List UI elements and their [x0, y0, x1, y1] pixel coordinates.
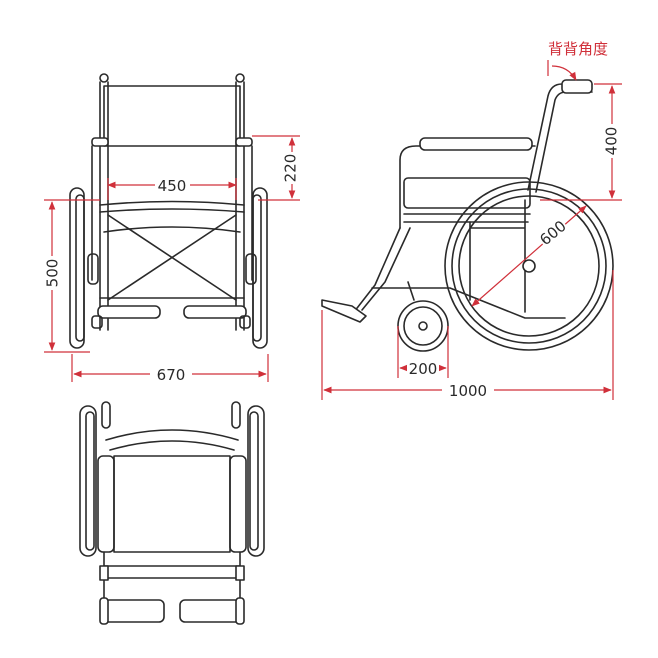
top-backrest-inner [109, 440, 235, 451]
front-seat-top [99, 200, 245, 206]
top-left-caster [99, 597, 109, 625]
top-cross-rails [103, 565, 241, 579]
dim-seat-width-text: 450 [158, 177, 187, 195]
front-arm-frames [91, 145, 253, 281]
side-view [321, 79, 614, 352]
dim-backrest-height-text: 400 [603, 127, 621, 156]
dim-armrest-height-text: 220 [282, 154, 300, 183]
top-seat [113, 455, 231, 553]
top-right-wheel-inner [249, 411, 259, 551]
side-legrest-back [361, 227, 411, 311]
side-dimensions: 背背角度 400 600 200 1000 [321, 40, 622, 400]
front-right-wheel-inner [252, 194, 262, 342]
dim-overall-length-text: 1000 [449, 382, 487, 400]
dim-seat-height-text: 500 [44, 259, 62, 288]
side-back-post [527, 83, 593, 191]
dim-rear-wheel-text: 600 [536, 217, 570, 249]
top-right-wheel [247, 405, 265, 557]
front-seat-bottom [99, 208, 245, 213]
front-right-caster [245, 253, 257, 285]
front-right-armrest [235, 137, 253, 147]
top-left-clamp [99, 565, 109, 581]
top-right-clamp [235, 565, 245, 581]
top-right-footrest [179, 599, 241, 623]
side-rear-wheel-handrim [458, 195, 600, 337]
front-right-post [235, 81, 245, 331]
side-seat-cushion [403, 177, 531, 209]
top-right-armrest [229, 455, 247, 553]
front-dimensions: 450 220 500 670 [44, 135, 300, 384]
front-right-wheel [252, 187, 268, 349]
front-seat-rail [103, 226, 241, 233]
dim-600-bg [535, 216, 571, 250]
side-rear-wheel-hub [522, 259, 536, 273]
top-backrest-outer [105, 429, 239, 441]
side-footplate [321, 299, 367, 323]
top-left-handle [101, 401, 111, 429]
front-left-handle [99, 73, 109, 83]
front-right-footrest [183, 305, 247, 319]
side-arm-frame [399, 145, 536, 229]
side-back-post-inner [535, 91, 593, 193]
backrest-angle-label: 背背角度 [548, 40, 608, 58]
dim-600-line [471, 205, 587, 307]
dim-400-bg [602, 124, 620, 158]
top-left-wheel [79, 405, 97, 557]
side-caster-hub [418, 321, 428, 331]
front-left-wheel [69, 187, 85, 349]
top-view [79, 401, 265, 625]
top-frame-rails [103, 551, 241, 601]
side-handle-grip [561, 79, 593, 94]
front-left-wheel-inner [75, 194, 85, 342]
front-right-caster-wheel [239, 315, 251, 329]
side-rear-wheel-rim [451, 188, 607, 344]
front-view [69, 73, 268, 349]
front-left-caster [87, 253, 99, 285]
top-left-footrest [103, 599, 165, 623]
dim-overall-width-text: 670 [157, 366, 186, 384]
top-left-wheel-inner [85, 411, 95, 551]
dim-500-bg [44, 256, 60, 290]
side-caster-rim [403, 306, 443, 346]
front-backrest [103, 85, 241, 147]
backrest-angle-arc [547, 60, 576, 80]
side-legrest-front [353, 227, 401, 313]
side-armrest-pad [419, 137, 533, 151]
front-left-post [99, 81, 109, 331]
side-rear-wheel-tire [444, 181, 614, 351]
front-left-footrest [97, 305, 161, 319]
side-caster-fork [407, 281, 415, 301]
top-left-armrest [97, 455, 115, 553]
dim-220-bg [278, 152, 294, 184]
top-right-handle [231, 401, 241, 429]
dim-caster-text: 200 [409, 360, 438, 378]
top-right-caster [235, 597, 245, 625]
front-left-caster-wheel [91, 315, 103, 329]
front-right-handle [235, 73, 245, 83]
front-left-armrest [91, 137, 109, 147]
dim-200-bg [407, 360, 439, 376]
